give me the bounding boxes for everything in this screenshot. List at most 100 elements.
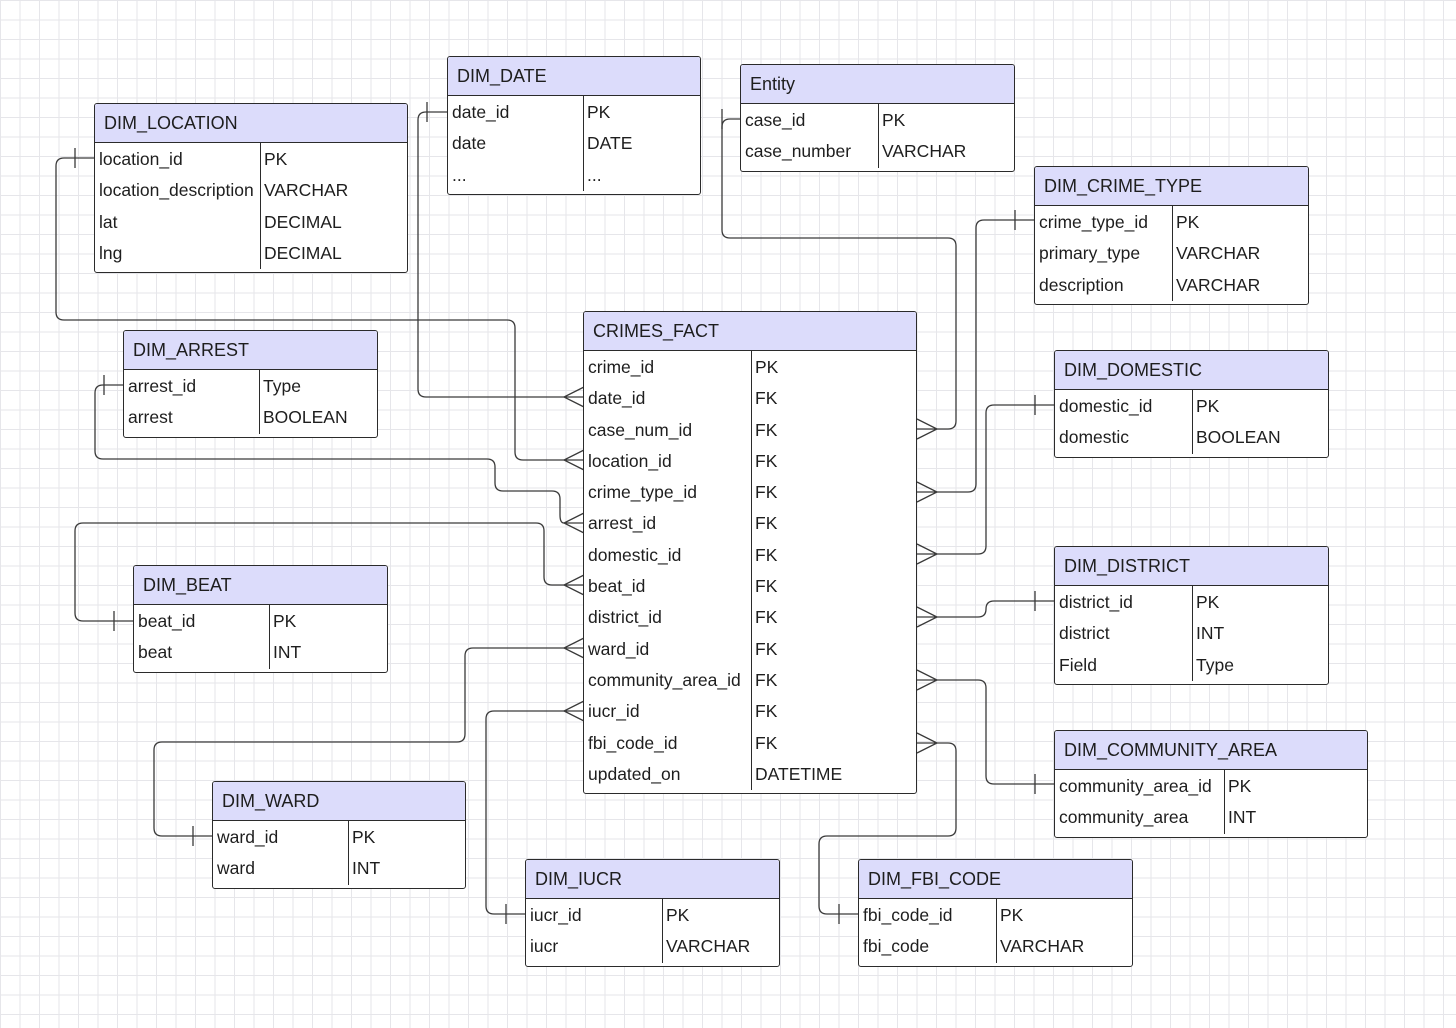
field-row[interactable]: date_id PK <box>448 97 700 128</box>
field-row[interactable]: community_area_id PK <box>1055 771 1367 802</box>
field-type: INT <box>352 858 381 879</box>
field-type: DATETIME <box>755 763 843 784</box>
field-type: PK <box>1228 776 1252 796</box>
field-type: PK <box>1000 905 1024 925</box>
crows-foot-beat-id <box>562 574 585 596</box>
field-type: PK <box>352 827 376 847</box>
field-name: date_id <box>452 102 510 122</box>
field-row[interactable]: ward_id PK <box>213 822 465 853</box>
field-row[interactable]: domestic_id FK <box>584 540 916 571</box>
field-type: FK <box>755 388 778 409</box>
link-dim-date <box>417 111 564 398</box>
crows-foot-iucr-id <box>562 700 585 722</box>
entity-title: DIM_BEAT <box>134 566 387 605</box>
field-type: PK <box>587 102 611 122</box>
field-type: BOOLEAN <box>1196 427 1281 448</box>
field-name: ... <box>452 164 467 185</box>
field-type: FK <box>755 482 778 503</box>
crows-foot-domestic-id <box>916 543 939 565</box>
field-name: arrest_id <box>588 513 657 534</box>
crows-foot-district-id <box>916 606 939 628</box>
field-row[interactable]: domestic_id PK <box>1055 391 1328 422</box>
field-type: PK <box>1196 396 1220 416</box>
field-name: arrest <box>128 407 173 428</box>
link-dim-crime-type <box>937 219 1034 493</box>
column-divider <box>583 96 584 191</box>
field-name: community_area_id <box>1059 776 1212 796</box>
entity-title: DIM_LOCATION <box>95 104 407 143</box>
column-divider <box>751 351 752 791</box>
field-name: ward_id <box>217 827 279 847</box>
crows-foot-community-area-id <box>916 669 939 691</box>
field-type: FK <box>755 544 778 565</box>
field-type: DATE <box>587 133 633 154</box>
field-type: VARCHAR <box>1000 936 1085 957</box>
field-row[interactable]: ...... <box>448 160 700 191</box>
field-name: district_id <box>588 607 662 628</box>
field-name: beat <box>138 642 173 663</box>
column-divider <box>1224 770 1225 834</box>
field-name: domestic_id <box>588 544 682 565</box>
field-name: fbi_code_id <box>863 905 953 925</box>
field-name: domestic_id <box>1059 396 1153 416</box>
field-name: iucr_id <box>530 905 582 925</box>
field-type: DECIMAL <box>264 211 342 232</box>
field-row[interactable]: fbi_code_id PK <box>859 900 1132 931</box>
field-row[interactable]: fbi_code_id FK <box>584 728 916 759</box>
field-name: fbi_code_id <box>588 732 678 753</box>
field-name: Field <box>1059 654 1097 675</box>
field-type: FK <box>755 732 778 753</box>
